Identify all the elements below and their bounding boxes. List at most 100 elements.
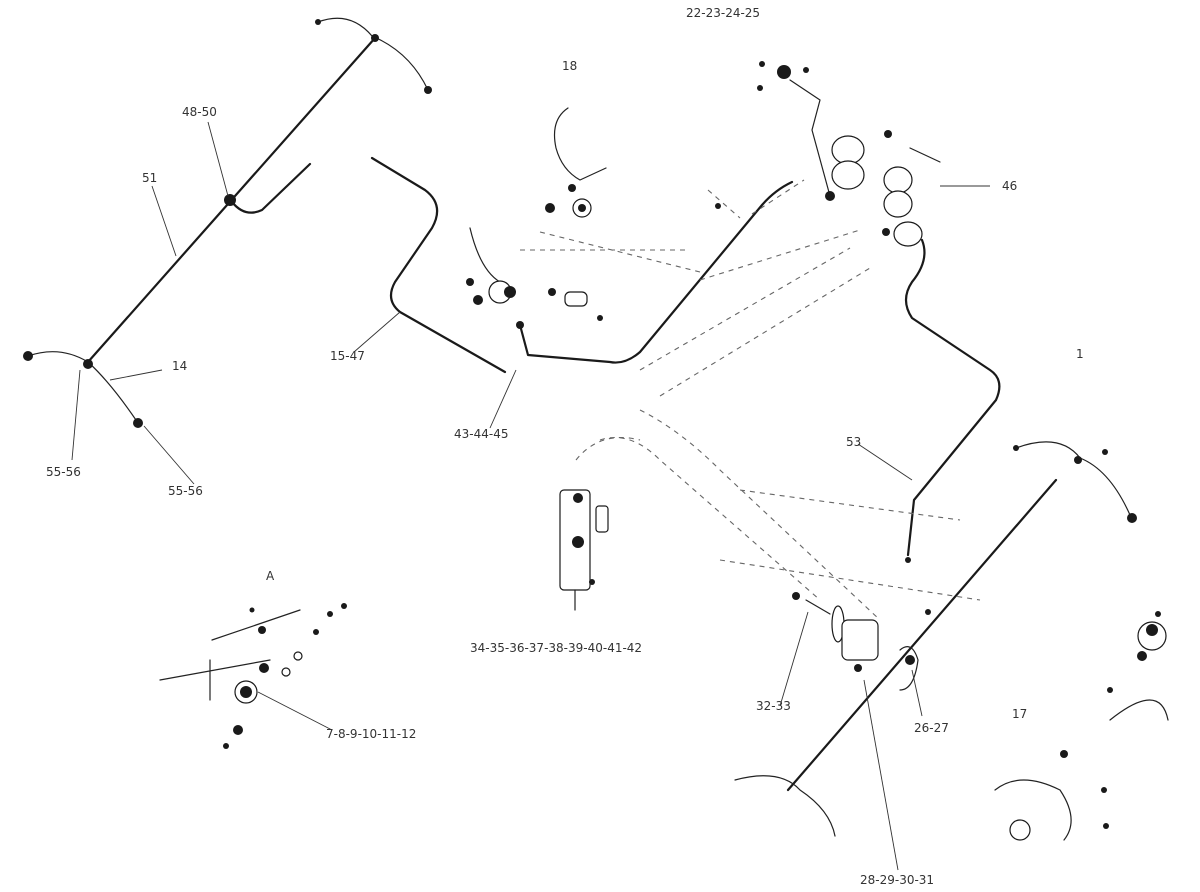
pipe-53: [904, 238, 1001, 557]
detail-lines: [159, 609, 301, 701]
fitting: [327, 611, 333, 617]
hose-bottom-left: [27, 351, 137, 421]
hose-32-33: [805, 599, 831, 615]
callout-labels: 18 22-23-24-25 46 48-50 51 14 55-56 55-5…: [46, 6, 1084, 887]
wheel-disc: [994, 779, 1072, 841]
valve-26-27: [899, 646, 919, 691]
frame-dashed: [719, 489, 981, 601]
fitting: [568, 184, 576, 192]
fitting: [882, 228, 890, 236]
hose-43: [469, 227, 501, 283]
label-left-bottom: 55-56: [46, 465, 81, 479]
reservoir-2: [883, 166, 913, 194]
fitting: [597, 315, 603, 321]
middle-brake-pipe: [370, 156, 794, 374]
reservoir-1: [831, 135, 865, 165]
valve-core: [905, 655, 915, 665]
pipe-to-valve: [518, 180, 794, 364]
hose-top-left: [317, 17, 429, 91]
valve-assembly-18: [466, 107, 701, 321]
label-22-25: 22-23-24-25: [686, 6, 760, 20]
fitting: [233, 725, 243, 735]
detail-valve-core: [240, 686, 252, 698]
line-to-compressor: [789, 79, 831, 197]
fitting-32-33: [792, 592, 800, 600]
valve-55-56: [133, 418, 143, 428]
fitting: [548, 288, 556, 296]
label-51: 51: [142, 171, 157, 185]
valve-core: [578, 204, 586, 212]
leader-46: [909, 147, 941, 163]
frame-dashed: [599, 409, 881, 621]
valve-core: [504, 286, 516, 298]
pipe-end: [905, 557, 911, 563]
hose-18: [553, 107, 607, 181]
label-14: 14: [172, 359, 187, 373]
brake-chamber-34-42: [559, 436, 641, 611]
fitting: [573, 493, 583, 503]
hose-dashed: [575, 436, 641, 461]
pipe-fitting: [516, 321, 524, 329]
bracket: [595, 505, 609, 533]
fitting: [545, 203, 555, 213]
fitting: [925, 609, 931, 615]
fitting: [258, 626, 266, 634]
fitting: [825, 191, 835, 201]
fitting: [803, 67, 809, 73]
hidden-lines: [707, 179, 805, 219]
hose-end-fitting: [424, 86, 432, 94]
fitting: [1103, 823, 1109, 829]
label-26-27: 26-27: [914, 721, 949, 735]
left-brake-pipe-assembly: [23, 17, 432, 428]
label-18: 18: [562, 59, 577, 73]
fitting: [1155, 611, 1161, 617]
label-1: 1: [1076, 347, 1084, 361]
leader-lines: [71, 121, 990, 871]
label-55-56: 55-56: [168, 484, 203, 498]
wheel-arc: [1109, 699, 1169, 721]
connector: [564, 291, 588, 307]
fitting: [466, 278, 474, 286]
fitting: [757, 85, 763, 91]
detail-A: [159, 603, 347, 749]
rear-axle: [786, 478, 1058, 792]
fitting: [473, 295, 483, 305]
fitting: [249, 607, 255, 613]
label-15-47: 15-47: [330, 349, 365, 363]
hose-end-fitting: [23, 351, 33, 361]
brake-drum: [841, 619, 879, 661]
branch-pipe: [230, 162, 312, 214]
tee-fitting: [371, 34, 379, 42]
fitting: [341, 603, 347, 609]
hose-end: [1013, 445, 1019, 451]
hub: [1009, 819, 1031, 841]
reservoir-2-base: [883, 190, 913, 218]
fitting: [589, 579, 595, 585]
fitting: [259, 663, 269, 673]
label-17: 17: [1012, 707, 1027, 721]
label-A: A: [266, 569, 275, 583]
fitting: [1107, 687, 1113, 693]
valve-core: [1146, 624, 1158, 636]
tee-fitting: [83, 359, 93, 369]
fitting: [223, 743, 229, 749]
label-43-45: 43-44-45: [454, 427, 508, 441]
fitting: [884, 130, 892, 138]
reservoir-1-base: [831, 160, 865, 190]
label-46: 46: [1002, 179, 1017, 193]
reservoir-3: [893, 221, 923, 247]
fitting: [1101, 787, 1107, 793]
fitting: [1102, 449, 1108, 455]
fitting: [715, 203, 721, 209]
wheel-arc-left: [734, 775, 836, 837]
frame-dashed: [639, 229, 871, 397]
label-7-12: 7-8-9-10-11-12: [326, 727, 416, 741]
label-28-31: 28-29-30-31: [860, 873, 934, 887]
fitting: [854, 664, 862, 672]
label-32-33: 32-33: [756, 699, 791, 713]
fitting: [1060, 750, 1068, 758]
label-34-42: 34-35-36-37-38-39-40-41-42: [470, 641, 642, 655]
compressor-assembly: [707, 61, 1001, 563]
